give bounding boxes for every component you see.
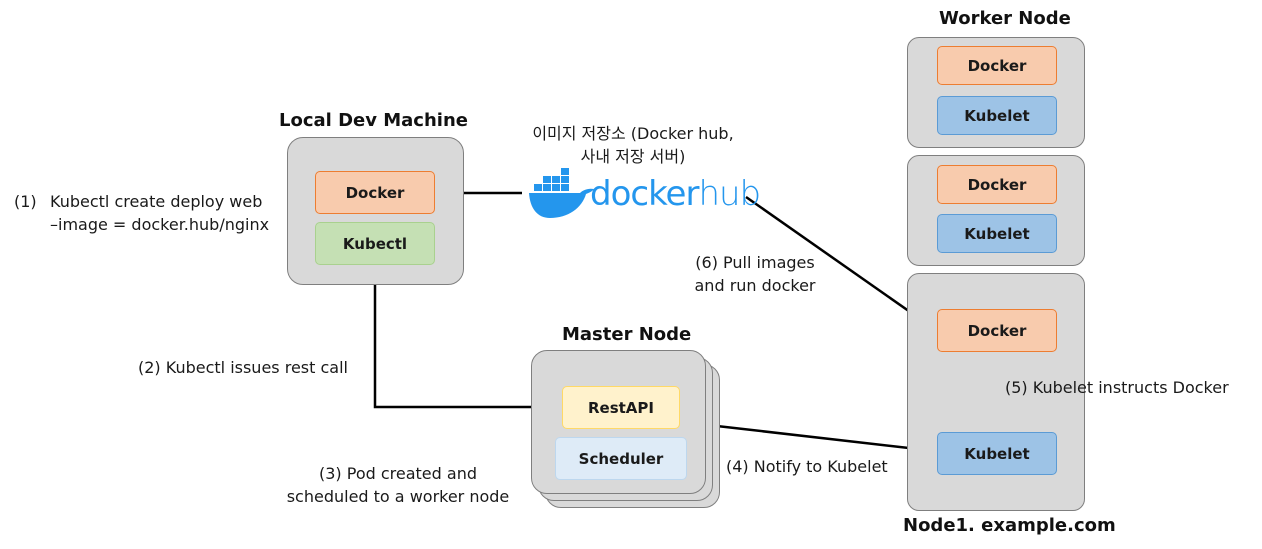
- dockerhub-logo-docker: docker: [590, 174, 699, 214]
- step-6-line2: and run docker: [694, 276, 816, 295]
- registry-caption-line2: 사내 저장 서버): [580, 147, 686, 166]
- step-5-label: (5) Kubelet instructs Docker: [1005, 378, 1229, 397]
- worker-b-kubelet-box: Kubelet: [937, 214, 1057, 253]
- arrow-master-to-kubelet: [707, 423, 937, 456]
- worker-node-node1: Docker Kubelet: [907, 273, 1085, 511]
- docker-whale-icon: [529, 168, 594, 218]
- node1-docker-box: Docker: [937, 309, 1057, 352]
- worker-node-b: Docker Kubelet: [907, 155, 1085, 266]
- worker-a-docker-box: Docker: [937, 46, 1057, 85]
- local-dev-machine: Docker Kubectl: [287, 137, 464, 285]
- step-4-label: (4) Notify to Kubelet: [726, 457, 888, 476]
- worker-a-kubelet-box: Kubelet: [937, 96, 1057, 135]
- registry-caption-line1: 이미지 저장소 (Docker hub,: [532, 124, 734, 143]
- step-2-label: (2) Kubectl issues rest call: [138, 358, 348, 377]
- arrow-registry-to-worker-docker: [745, 195, 935, 330]
- step-1-line1: Kubectl create deploy web: [50, 192, 263, 211]
- worker-node-title: Worker Node: [939, 8, 1071, 29]
- local-dev-title: Local Dev Machine: [279, 110, 468, 131]
- dockerhub-logo-text: dockerhub: [590, 174, 761, 214]
- dockerhub-logo-hub: hub: [698, 174, 761, 214]
- restapi-box: RestAPI: [562, 386, 680, 429]
- scheduler-box: Scheduler: [555, 437, 687, 480]
- step-1-number: (1): [14, 192, 37, 211]
- master-node-title: Master Node: [562, 324, 692, 345]
- worker-node-a: Docker Kubelet: [907, 37, 1085, 148]
- local-kubectl-box: Kubectl: [315, 222, 435, 265]
- step-3-line1: (3) Pod created and: [319, 464, 477, 483]
- step-6-line1: (6) Pull images: [695, 253, 815, 272]
- step-1-line2: –image = docker.hub/nginx: [50, 215, 270, 234]
- arrow-kubectl-to-restapi: [373, 265, 562, 412]
- node1-title: Node1. example.com: [903, 515, 1116, 536]
- master-node: RestAPI Scheduler: [531, 350, 706, 494]
- step-3-line2: scheduled to a worker node: [286, 487, 510, 506]
- worker-b-docker-box: Docker: [937, 165, 1057, 204]
- node1-kubelet-box: Kubelet: [937, 432, 1057, 475]
- local-docker-box: Docker: [315, 171, 435, 214]
